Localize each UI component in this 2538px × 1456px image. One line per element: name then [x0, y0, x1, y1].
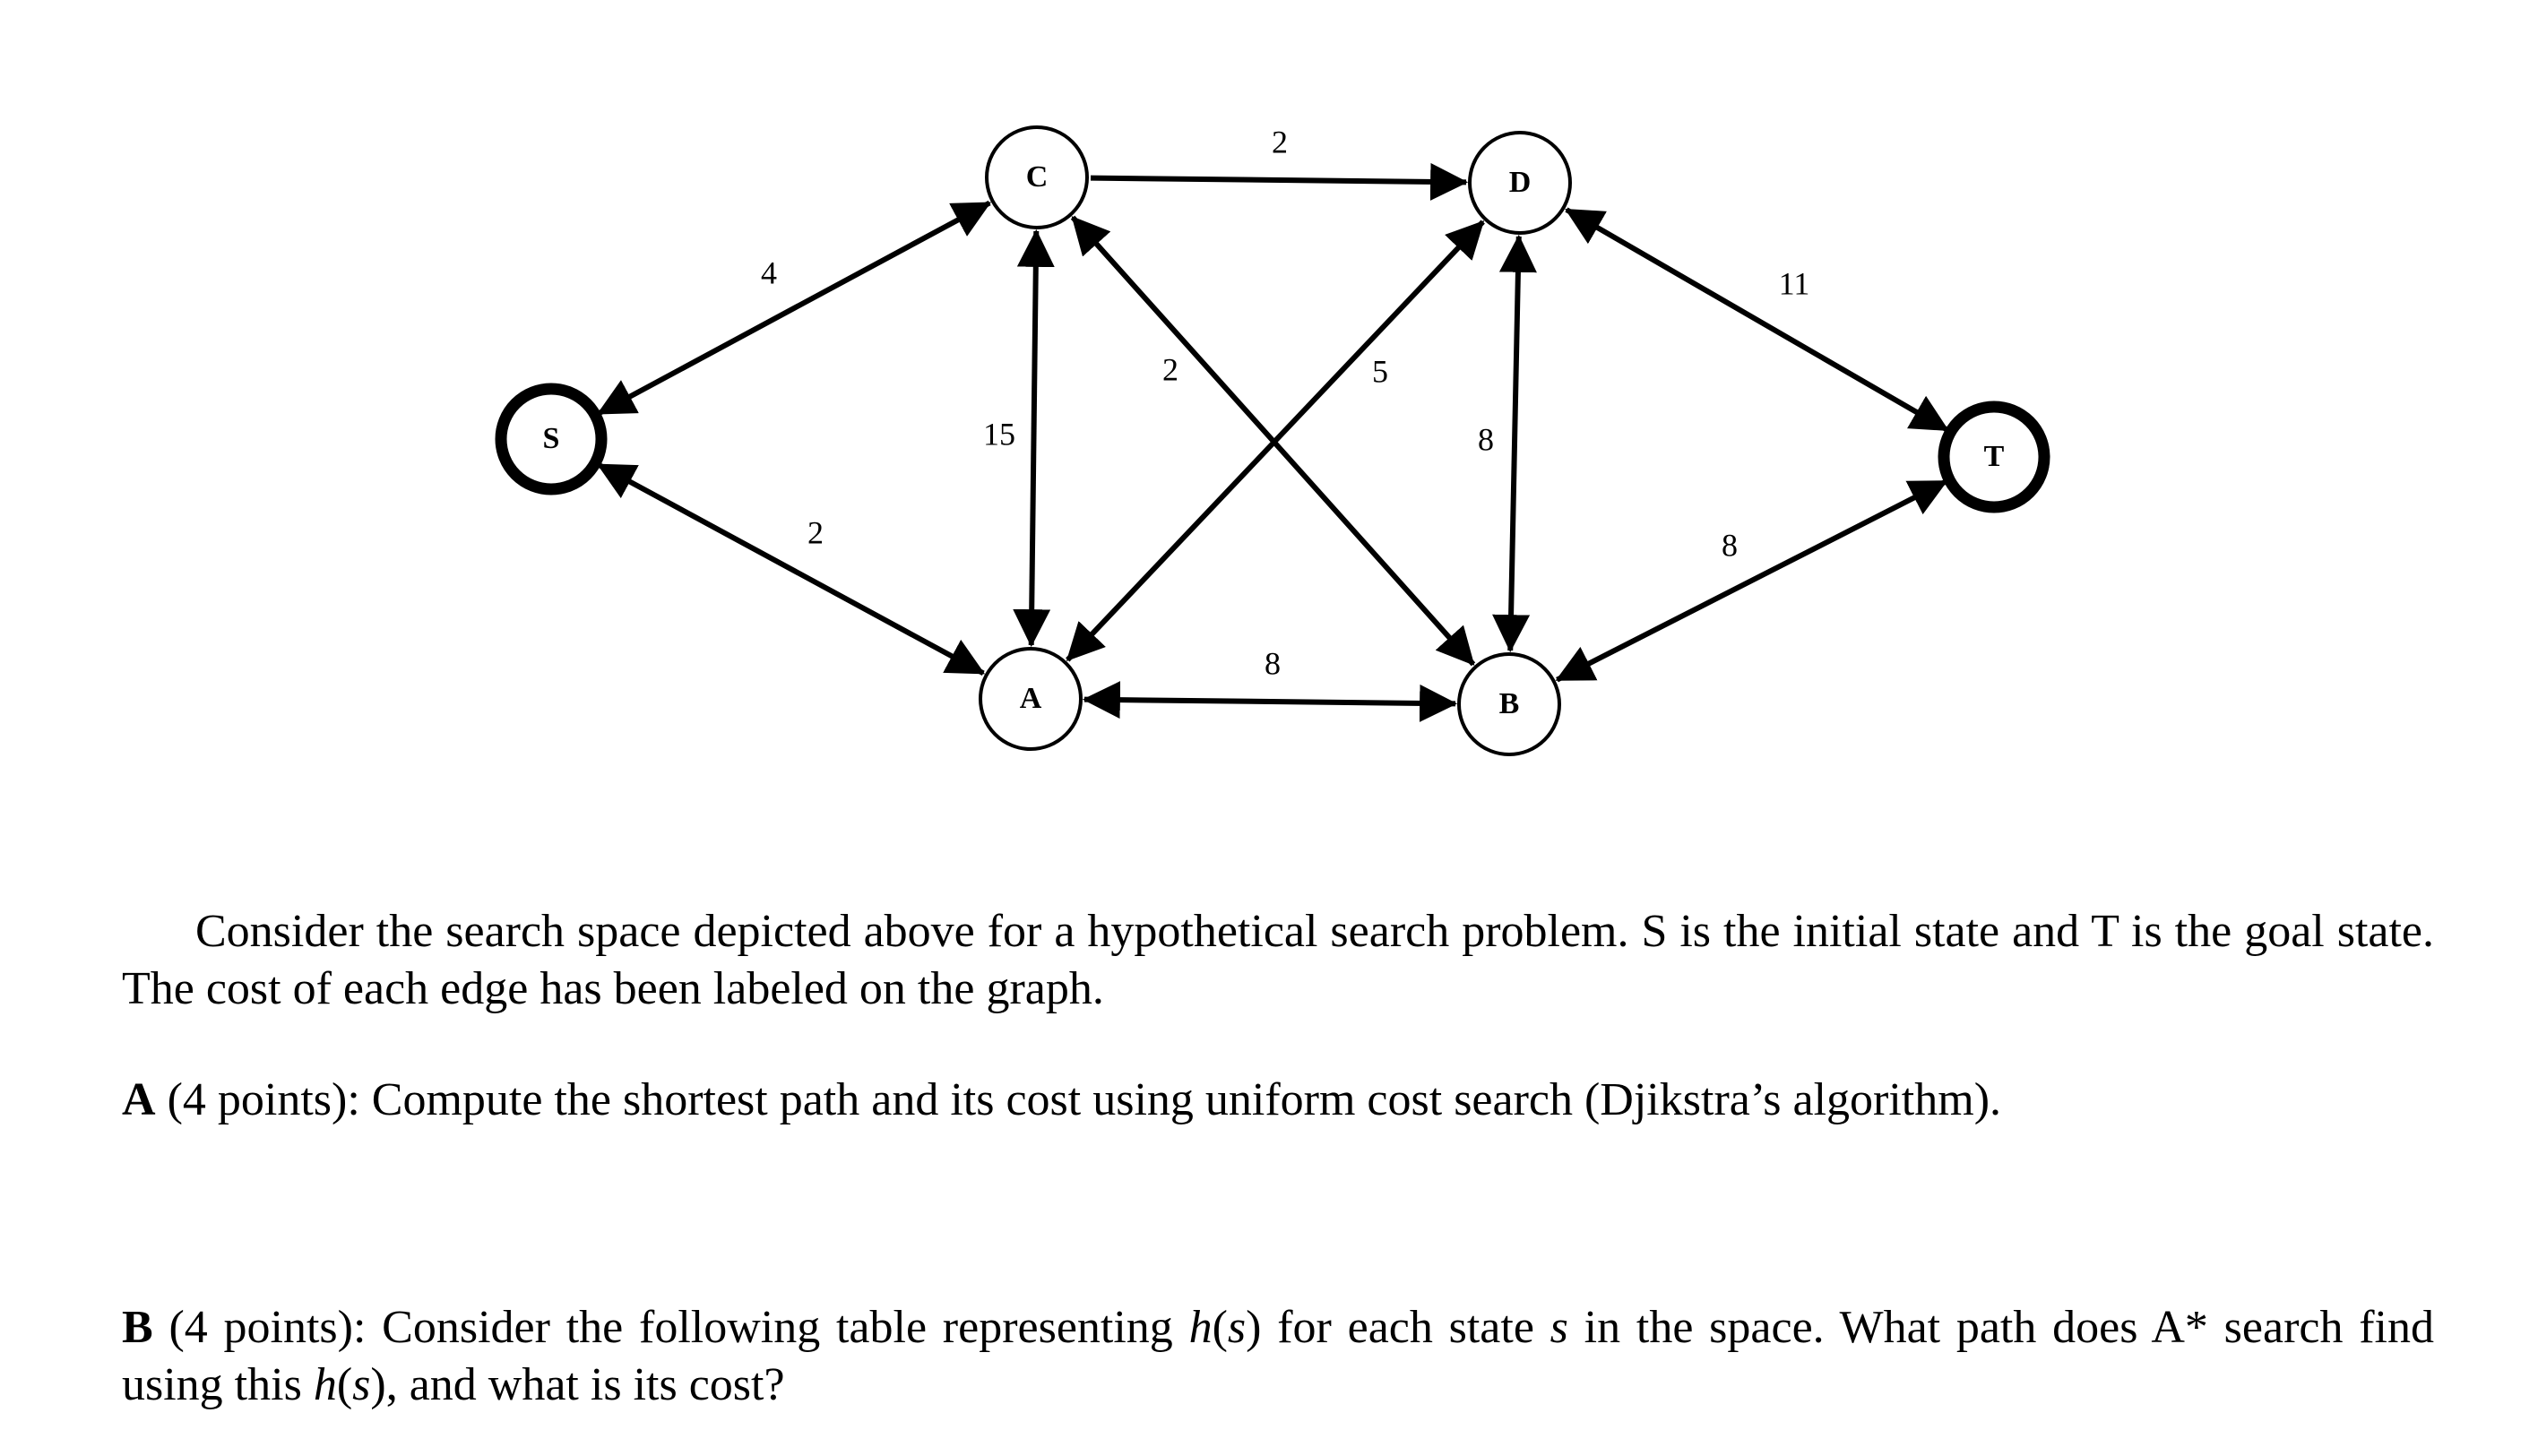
math-h: h: [313, 1359, 337, 1410]
node-label: T: [1984, 440, 2005, 473]
edge-cost-label: 8: [1265, 645, 1281, 681]
node-T: T: [1938, 401, 2050, 513]
math-h: h: [1188, 1302, 1213, 1353]
edge-A-D: [1066, 220, 1485, 662]
edge-S-C: [596, 200, 992, 417]
math-s: s: [352, 1359, 371, 1410]
edge-cost-label: 15: [983, 416, 1015, 452]
edge-cost-label: 8: [1722, 527, 1738, 563]
graph-nodes: S C A D B T: [495, 125, 2050, 756]
edge-cost-label: 8: [1478, 421, 1494, 457]
question-a-text: (4 points): Compute the shortest path an…: [155, 1074, 2002, 1125]
edge-cost-label: 2: [1162, 351, 1178, 387]
node-circle: [1468, 131, 1572, 235]
question-b-text: in the space. What path does A* search f…: [122, 1302, 2434, 1410]
node-circle: [1938, 401, 2050, 513]
edge-A-B: [1082, 681, 1458, 722]
math-s: s: [1227, 1302, 1247, 1353]
question-b-text: (4 points): Consider the following table…: [152, 1302, 1189, 1353]
graph-edges: [596, 162, 1949, 722]
node-S: S: [495, 383, 608, 495]
edge-S-A: [596, 461, 986, 676]
math-s: s: [1550, 1302, 1568, 1353]
node-D: D: [1468, 131, 1572, 235]
node-A: A: [979, 647, 1083, 751]
problem-statement: Consider the search space depicted above…: [122, 906, 2434, 1014]
node-B: B: [1457, 652, 1561, 756]
node-label: A: [1020, 682, 1042, 715]
edge-D-B: [1492, 234, 1537, 653]
node-label: C: [1026, 160, 1049, 194]
edge-D-T: [1565, 207, 1949, 433]
question-a-label: A: [122, 1074, 156, 1125]
node-circle: [985, 125, 1089, 229]
edge-cost-label: 4: [761, 254, 777, 290]
question-b-text: ), and what is its cost?: [370, 1359, 785, 1410]
edge-cost-label: 11: [1779, 265, 1810, 301]
edge-C-A: [1013, 228, 1055, 648]
edge-C-D: [1090, 162, 1469, 201]
node-circle: [1457, 652, 1561, 756]
edge-cost-label: 5: [1372, 353, 1388, 389]
edge-cost-label: 2: [1272, 124, 1288, 159]
edge-cost-label: 2: [807, 514, 824, 550]
graph-edge-labels: 4 2 2 15 2 5 8 8 11 8: [761, 124, 1809, 681]
question-b-text: ) for each state: [1246, 1302, 1550, 1353]
node-circle: [979, 647, 1083, 751]
question-b-text: (: [336, 1359, 353, 1410]
node-label: D: [1509, 166, 1532, 199]
search-graph: 4 2 2 15 2 5 8 8 11 8 S C A D B T: [495, 124, 2050, 756]
question-b: B (4 points): Consider the following tab…: [122, 1299, 2434, 1414]
question-b-label: B: [122, 1302, 153, 1353]
edge-B-T: [1555, 478, 1948, 683]
question-b-text: (: [1212, 1302, 1228, 1353]
node-label: S: [543, 422, 560, 455]
question-a: A (4 points): Compute the shortest path …: [122, 1072, 2434, 1129]
node-C: C: [985, 125, 1089, 229]
node-circle: [495, 383, 608, 495]
node-label: B: [1499, 687, 1520, 720]
